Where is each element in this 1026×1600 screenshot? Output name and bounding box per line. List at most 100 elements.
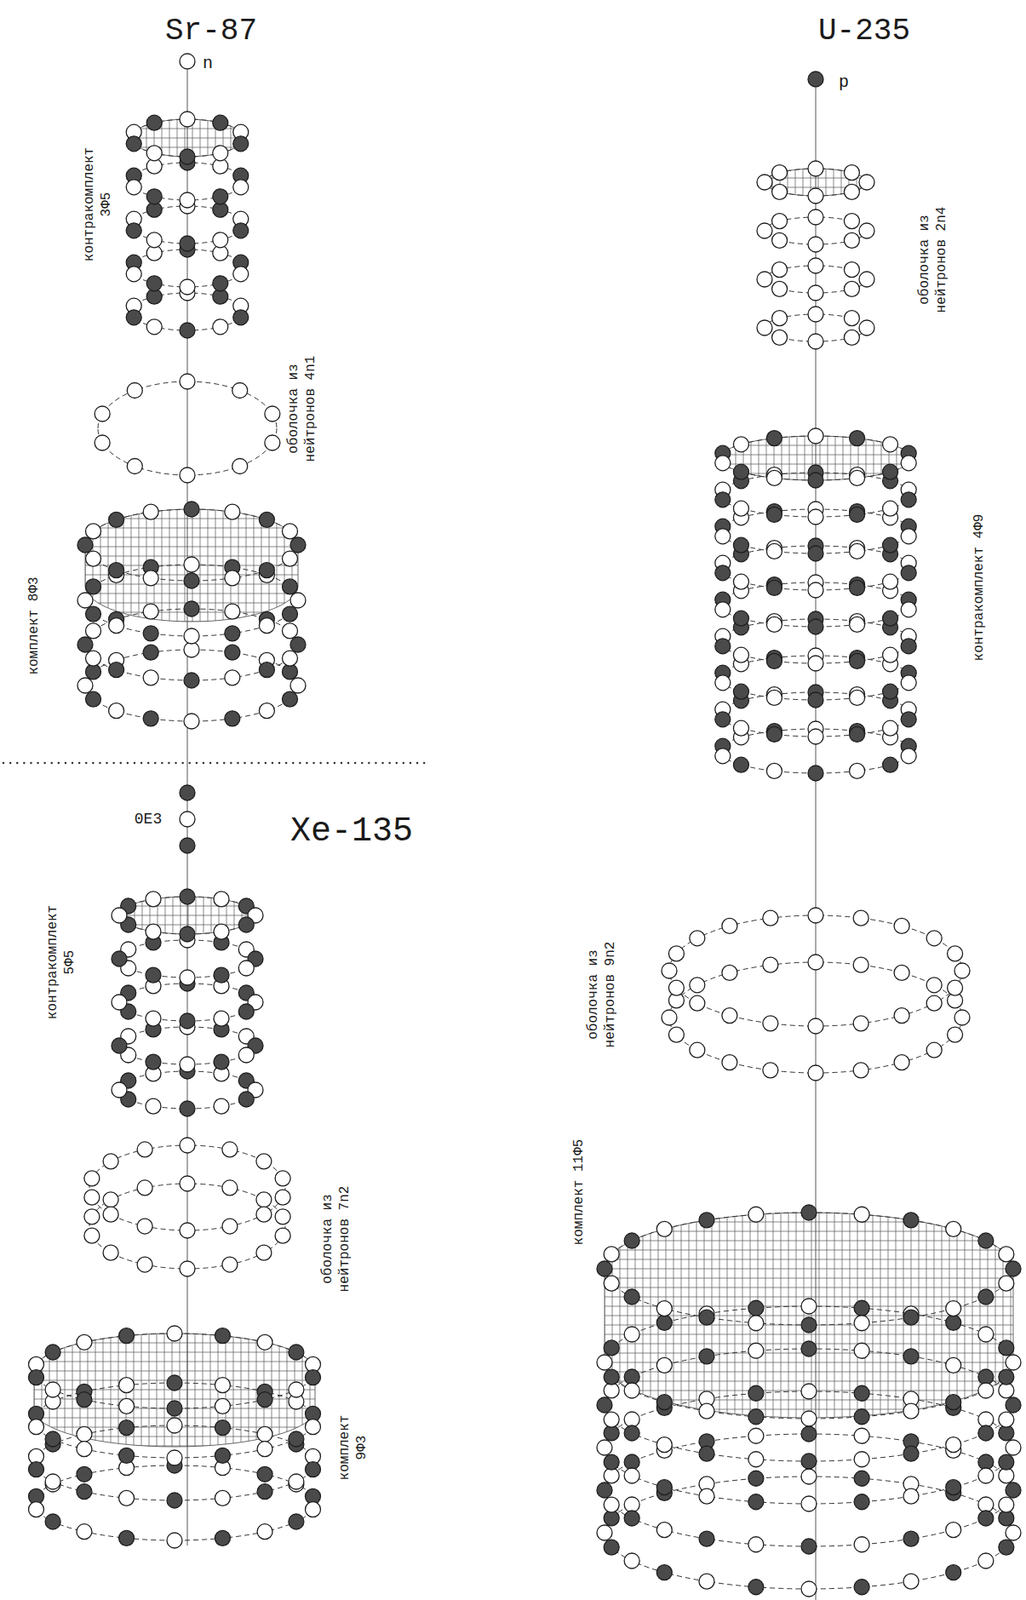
neutron-particle [85,550,102,567]
neutron-particle [748,1536,764,1553]
neutron-particle [77,592,93,608]
proton-particle [145,1054,161,1070]
neutron-particle [900,601,917,618]
neutron-particle [849,689,866,706]
neutron-particle [183,713,200,729]
neutron-particle [212,232,229,248]
neutron-particle [926,995,942,1011]
neutron-particle [689,1042,706,1058]
proton-particle [85,578,102,595]
proton-particle [978,1454,994,1470]
neutron-particle [894,1008,910,1024]
proton-particle [766,579,782,596]
proton-particle [214,1447,230,1463]
proton-particle [224,625,241,642]
neutron-particle [85,623,102,639]
neutron-particle [978,1326,994,1342]
ring-arc [604,1212,1014,1269]
proton-particle [624,1232,640,1249]
neutron-particle [183,641,200,658]
proton-particle [108,662,125,678]
proton-particle [748,1494,764,1510]
hatch-line [650,1210,652,1420]
proton-particle [900,638,917,654]
proton-particle [179,926,195,942]
neutron-particle [103,1206,119,1222]
neutron-particle [756,174,773,190]
neutron-particle [28,1501,45,1518]
neutron-particle [603,1275,620,1291]
neutron-particle [624,1326,640,1342]
neutron-particle [808,655,824,671]
particles-front [77,537,306,729]
hatch-line [85,537,299,539]
neutron-particle [733,500,749,516]
ring-arc [604,1362,1014,1419]
neutron-particle [304,1501,321,1518]
neutron-particle [766,616,782,632]
neutron-particle [656,1522,672,1538]
hatch-line [872,1210,874,1420]
proton-particle [290,537,306,553]
hatch-line [119,924,256,926]
neutron-particle [624,1382,640,1399]
neutron-particle [733,436,749,453]
proton-particle [108,511,125,528]
ring-front [34,1370,316,1541]
neutron-particle [843,213,860,230]
neutron-particle [947,945,963,962]
neutron-particle [882,647,899,663]
neutron-particle [854,1451,870,1468]
proton-particle [108,562,125,579]
neutron-particle [212,319,229,335]
neutron-particle [624,1411,640,1428]
proton-particle [183,601,200,617]
neutron-particle [257,1524,273,1540]
proton-particle [288,1513,304,1530]
neutron-particle [715,528,731,545]
particles-front [94,435,281,483]
neutron-particle [978,1553,994,1569]
ring-back [604,1212,1014,1533]
hatch-line [742,1210,744,1420]
particle-cylinder [661,907,970,1081]
hatch-line [758,434,760,482]
proton-particle [304,1369,321,1386]
neutron-particle [257,1334,273,1350]
neutron-particle [596,1439,613,1456]
component-label: контракомплект 3Ф5 [80,140,115,269]
proton-particle [699,1212,715,1228]
neutron-particle [103,1192,119,1208]
proton-particle [903,1445,919,1462]
neutron-particle [179,969,195,986]
proton-particle [733,756,749,773]
proton-particle [257,1466,273,1482]
proton-particle [146,189,162,205]
proton-particle [143,710,159,727]
proton-particle [624,1510,640,1526]
ring-front [85,544,299,722]
hatch-line [85,593,299,595]
neutron-particle [103,1153,119,1170]
hatch-line [604,1268,1014,1270]
neutron-particle [77,677,93,694]
hatch-line [72,1331,74,1449]
neutron-particle [900,528,917,545]
neutron-particle [854,1206,870,1222]
component-label: оболочка из нейтронов 7n2 [319,1181,354,1297]
proton-particle [854,1409,870,1425]
proton-particle [233,223,249,239]
proton-particle [212,114,229,131]
ring-front [720,458,912,774]
hatch-line [804,434,806,482]
neutron-particle [137,1180,153,1196]
neutron-particle [145,1010,161,1026]
proton-particle [596,1397,613,1413]
neutron-particle [843,165,860,181]
hatch-outline [85,509,299,622]
proton-particle [978,1425,994,1441]
hatch-line [141,1331,143,1449]
particle-cylinder [756,160,875,350]
neutron-particle [766,762,782,779]
